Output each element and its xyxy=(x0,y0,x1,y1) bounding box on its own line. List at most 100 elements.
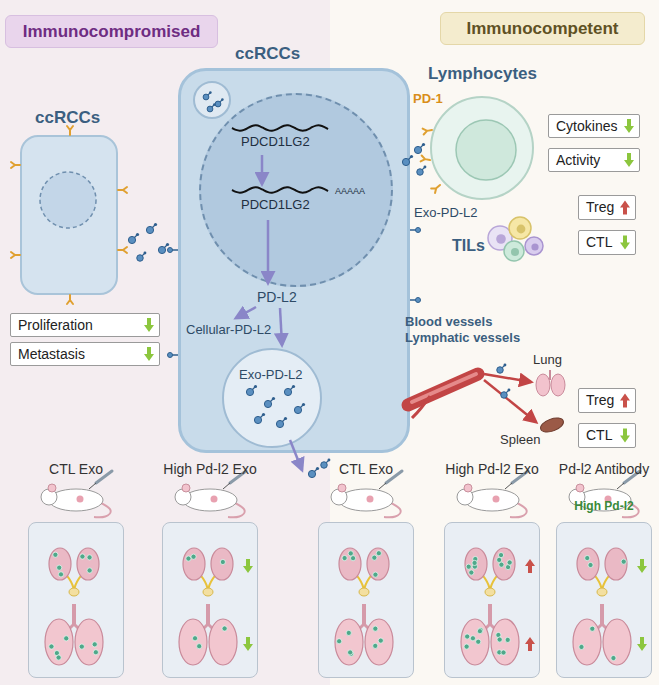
metastasis-dot xyxy=(472,564,477,569)
pd-l2-stalk xyxy=(134,235,137,238)
receptor-y xyxy=(11,252,20,258)
exosome-body xyxy=(215,101,221,107)
lymphocyte-circle-text: Lymphocytes xyxy=(428,64,537,84)
bronchi xyxy=(66,624,82,632)
effect-box-text: Metastasis xyxy=(18,346,85,362)
ureter xyxy=(602,572,612,590)
vesicle xyxy=(194,82,230,118)
increase-arrow xyxy=(620,201,630,215)
decrease-arrow xyxy=(144,347,154,361)
til-cell xyxy=(509,217,531,239)
exosome-body xyxy=(501,392,507,398)
decrease-arrow xyxy=(624,153,634,167)
translation-arrow xyxy=(267,220,270,283)
blood-vessel-lumen xyxy=(412,374,476,402)
metastasis-dot xyxy=(478,627,483,632)
membrane-pd-l2 xyxy=(172,249,178,251)
mouse-ear xyxy=(338,484,346,492)
ureter xyxy=(198,572,208,590)
pd-l2-stalk xyxy=(408,157,411,160)
metastasis-dot xyxy=(611,655,616,660)
pd-l2-head xyxy=(221,98,224,101)
result-panel-text: High Pd-l2 xyxy=(574,500,633,514)
mouse-tumor xyxy=(367,496,374,503)
cell-outline-text: ccRCCs xyxy=(35,108,100,128)
effect-box-text: Proliferation xyxy=(18,317,93,333)
metastasis-dot xyxy=(348,650,353,655)
label-box-text: Immunocompromised xyxy=(23,22,201,42)
annotation-label: Spleen xyxy=(500,432,540,448)
mouse-icon xyxy=(457,471,528,517)
exosome-dot xyxy=(137,252,147,262)
metastasis-dot xyxy=(79,644,84,649)
ureter xyxy=(74,572,84,590)
metastasis-dot xyxy=(376,551,381,556)
mouse-body xyxy=(465,489,519,511)
trachea xyxy=(600,604,604,624)
decrease-arrow xyxy=(243,637,253,651)
mouse-icon xyxy=(331,471,402,517)
exosome-dot xyxy=(128,233,139,244)
syringe-needle xyxy=(617,483,624,489)
metastasis-dot xyxy=(92,642,97,647)
metastasis-dot xyxy=(505,637,510,642)
metastasis-dot xyxy=(477,629,482,634)
exosome-body xyxy=(203,94,209,100)
exosome-dot xyxy=(321,459,331,469)
ureter xyxy=(354,572,364,590)
bladder xyxy=(485,588,495,596)
trachea xyxy=(72,604,76,624)
metastasis-dot xyxy=(192,636,197,641)
pd-l2-head xyxy=(410,155,413,158)
result-panel-text: CTL Exo xyxy=(49,461,103,477)
mouse-tumor xyxy=(493,496,500,503)
exosome-dot xyxy=(254,413,265,424)
exosome-body xyxy=(254,416,261,423)
metastasis-dot xyxy=(579,644,584,649)
label-box: Immunocompromised xyxy=(5,15,218,48)
exosome-dot xyxy=(308,467,319,478)
pd-l2-head xyxy=(284,417,287,420)
metastasis-dot xyxy=(64,636,69,641)
dna-strand xyxy=(232,125,328,130)
receptor-y xyxy=(421,155,431,162)
exosome-body xyxy=(417,169,423,175)
pd-l2-stalk xyxy=(314,469,317,472)
effect-box: CTL xyxy=(578,230,636,255)
pd-l2-stalk xyxy=(152,225,155,228)
cell-outline-text: ccRCCs xyxy=(235,44,300,64)
effect-box-text: CTL xyxy=(586,427,612,443)
kidney xyxy=(211,548,233,580)
metastasis-dot xyxy=(54,650,59,655)
mouse-icon xyxy=(41,471,112,517)
nucleus-circle-text: PDCD1LG2 xyxy=(241,198,310,213)
metastasis-dot xyxy=(469,570,474,575)
metastasis-dot xyxy=(464,644,469,649)
effect-box: Activity xyxy=(548,148,640,172)
trachea xyxy=(549,370,551,380)
increase-arrow xyxy=(525,637,535,651)
pd-l2-head xyxy=(154,223,157,226)
decrease-arrow xyxy=(620,236,630,250)
exosome-body xyxy=(137,255,143,261)
lung-lobe xyxy=(335,619,363,665)
pd-l2-stalk xyxy=(208,93,210,95)
metastasis-dot xyxy=(350,556,355,561)
effect-box: CTL xyxy=(578,423,636,448)
metastasis-dot xyxy=(472,560,477,565)
result-panel-text: Pd-l2 Antibody xyxy=(559,461,649,477)
pd-l2-head xyxy=(136,233,139,236)
pd-l2-stalk xyxy=(220,100,222,102)
kidney xyxy=(367,548,389,580)
bladder xyxy=(359,588,369,596)
bladder xyxy=(597,588,607,596)
exosome-dot xyxy=(501,389,511,399)
syringe-needle xyxy=(223,483,230,489)
pd-l2-head xyxy=(424,166,427,169)
til-nucleus xyxy=(511,248,519,256)
exosome-dot xyxy=(417,166,427,176)
mouse-body xyxy=(49,489,103,511)
exosome-dot xyxy=(276,417,287,428)
exosome-dot xyxy=(264,397,275,408)
